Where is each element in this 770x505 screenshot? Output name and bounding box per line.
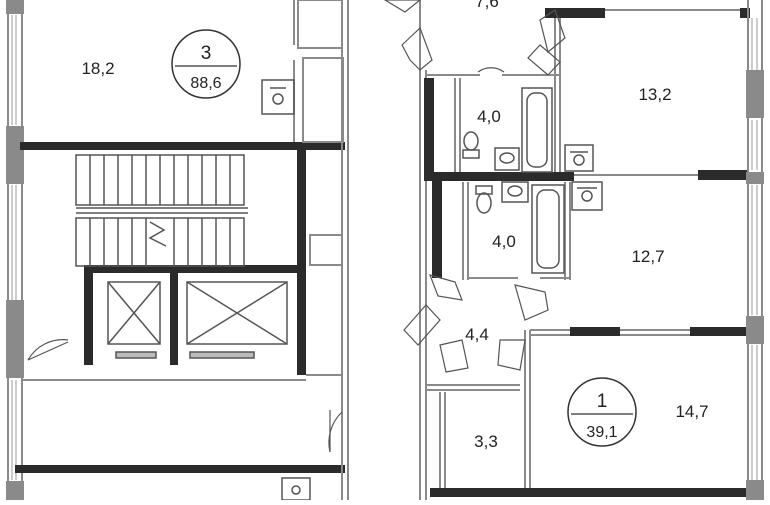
toilet-icon [462, 131, 480, 159]
room-area-label: 12,7 [631, 247, 664, 266]
apartment-number: 3 [201, 43, 212, 64]
sink-icon [281, 477, 311, 501]
bathtub-icon [531, 184, 565, 274]
left-windows [11, 15, 17, 480]
room-area-label: 3,3 [474, 432, 498, 451]
sink-icon [261, 79, 295, 115]
apartment-badge-1: 1 39,1 [567, 377, 637, 447]
apartment-number: 1 [597, 391, 608, 412]
apartment-badge-3: 3 88,6 [171, 29, 241, 99]
room-area-label: 13,2 [638, 85, 671, 104]
sink-icon [571, 181, 603, 211]
right-windows [751, 18, 758, 480]
bathtub-icon [521, 87, 553, 173]
room-area-label: 4,0 [492, 232, 516, 251]
staircase [75, 154, 248, 267]
room-area-label: 14,7 [675, 402, 708, 421]
room-area-label: 18,2 [81, 59, 114, 78]
left-wall-piers [6, 0, 24, 500]
room-area-label: 4,0 [477, 107, 501, 126]
elevator-right [186, 281, 288, 359]
left-door-swings [27, 339, 343, 453]
left-exterior-wall [7, 0, 23, 500]
structural-walls [15, 142, 345, 473]
right-wall-piers [746, 70, 764, 500]
elevator-left [107, 281, 161, 359]
room-area-label: 4,4 [465, 325, 489, 344]
left-partitions [22, 0, 349, 500]
right-structural-walls [424, 8, 750, 497]
sink-icon [494, 147, 520, 171]
right-partitions [419, 0, 740, 500]
room-area-label: 7,6 [475, 0, 499, 11]
sink-icon [564, 144, 594, 172]
apartment-total-area: 39,1 [586, 424, 617, 441]
right-door-swings [383, 0, 566, 373]
apartment-total-area: 88,6 [190, 75, 221, 92]
sink-icon [501, 181, 529, 203]
toilet-icon [475, 185, 493, 214]
